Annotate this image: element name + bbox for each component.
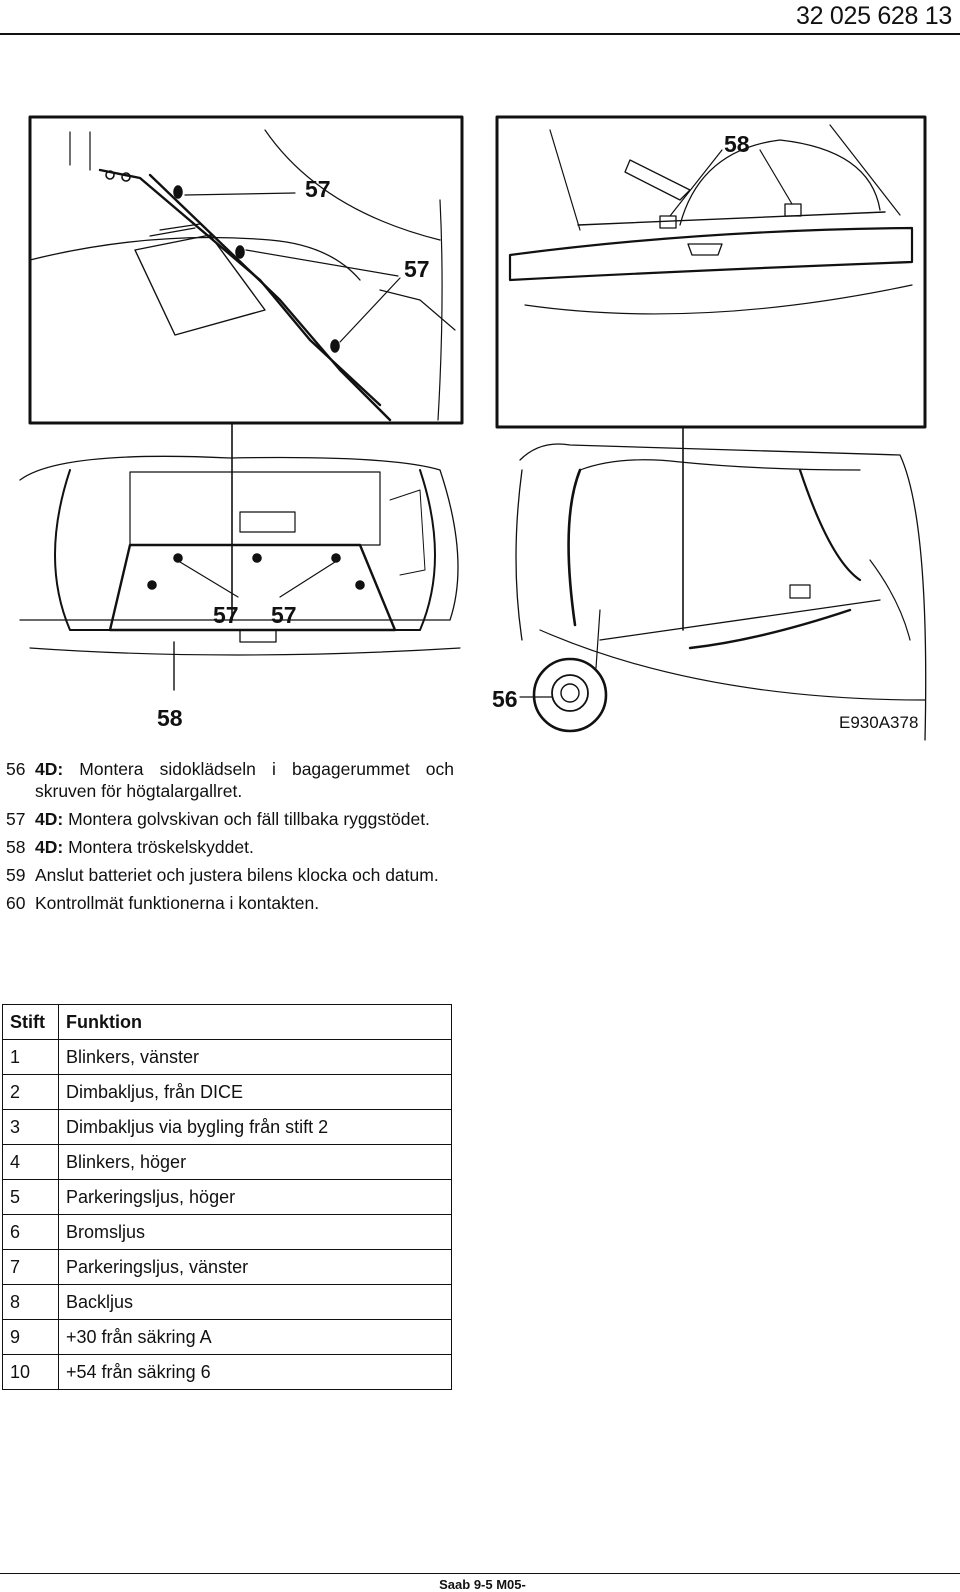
table-row: 9+30 från säkring A [2, 1319, 452, 1355]
step-59: 59 Anslut batteriet och justera bilens k… [6, 864, 454, 886]
pin-function: +30 från säkring A [58, 1319, 452, 1355]
callout-57-d: 57 [271, 602, 297, 628]
pin-function: Backljus [58, 1284, 452, 1320]
step-body: Anslut batteriet och justera bilens kloc… [35, 865, 439, 885]
step-57: 57 4D: Montera golvskivan och fäll tillb… [6, 808, 454, 830]
pin-number: 4 [2, 1144, 59, 1180]
pin-number: 3 [2, 1109, 59, 1145]
callout-58-top: 58 [724, 131, 750, 157]
column-header-stift: Stift [2, 1004, 59, 1040]
installation-illustration: 57 57 58 57 57 58 56 E930A378 [0, 100, 960, 750]
pin-function: Parkeringsljus, höger [58, 1179, 452, 1215]
callout-57-b: 57 [404, 256, 430, 282]
callout-58-bottom: 58 [157, 705, 183, 731]
step-number: 59 [6, 865, 26, 885]
figure-code: E930A378 [839, 713, 918, 732]
pin-number: 7 [2, 1249, 59, 1285]
header-rule [0, 33, 960, 35]
pin-function: +54 från säkring 6 [58, 1354, 452, 1390]
step-text: 4D: Montera golvskivan och fäll tillbaka… [35, 808, 454, 830]
pin-number: 6 [2, 1214, 59, 1250]
detail-panel-left [28, 115, 464, 425]
page-reference-number: 32 025 628 13 [796, 2, 952, 30]
step-body: Montera tröskelskyddet. [63, 837, 254, 857]
step-text: Kontrollmät funktionerna i kontakten. [35, 892, 454, 914]
callout-57-c: 57 [213, 602, 239, 628]
pin-function: Parkeringsljus, vänster [58, 1249, 452, 1285]
pin-function: Blinkers, vänster [58, 1039, 452, 1075]
table-row: 10+54 från säkring 6 [2, 1354, 452, 1390]
detail-panel-right [495, 115, 927, 429]
pin-function: Dimbakljus via bygling från stift 2 [58, 1109, 452, 1145]
step-body: Montera sidoklädseln i bagagerummet och … [35, 759, 454, 801]
step-text: Anslut batteriet och justera bilens kloc… [35, 864, 454, 886]
step-number: 56 [6, 759, 26, 779]
step-number: 57 [6, 809, 26, 829]
table-header-row: Stift Funktion [2, 1004, 452, 1040]
column-header-funktion: Funktion [58, 1004, 452, 1040]
step-body: Kontrollmät funktionerna i kontakten. [35, 893, 320, 913]
pin-function: Bromsljus [58, 1214, 452, 1250]
step-prefix: 4D: [35, 809, 64, 829]
pin-number: 2 [2, 1074, 59, 1110]
footer-model-label: Saab 9-5 M05- [439, 1577, 526, 1592]
pin-number: 9 [2, 1319, 59, 1355]
step-prefix: 4D: [35, 837, 64, 857]
step-60: 60 Kontrollmät funktionerna i kontakten. [6, 892, 454, 914]
step-text: 4D: Montera tröskelskyddet. [35, 836, 454, 858]
footer-rule [0, 1573, 960, 1574]
instruction-steps: 56 4D: Montera sidoklädseln i bagagerumm… [6, 758, 454, 920]
pin-number: 8 [2, 1284, 59, 1320]
step-number: 58 [6, 837, 26, 857]
step-text: 4D: Montera sidoklädseln i bagagerummet … [35, 758, 454, 802]
step-number: 60 [6, 893, 26, 913]
pin-function: Dimbakljus, från DICE [58, 1074, 452, 1110]
step-58: 58 4D: Montera tröskelskyddet. [6, 836, 454, 858]
pin-number: 1 [2, 1039, 59, 1075]
callout-56: 56 [492, 686, 518, 712]
step-56: 56 4D: Montera sidoklädseln i bagagerumm… [6, 758, 454, 802]
pin-function: Blinkers, höger [58, 1144, 452, 1180]
pin-number: 5 [2, 1179, 59, 1215]
callout-57-a: 57 [305, 176, 331, 202]
step-body: Montera golvskivan och fäll tillbaka ryg… [63, 809, 430, 829]
step-prefix: 4D: [35, 759, 64, 779]
pin-number: 10 [2, 1354, 59, 1390]
